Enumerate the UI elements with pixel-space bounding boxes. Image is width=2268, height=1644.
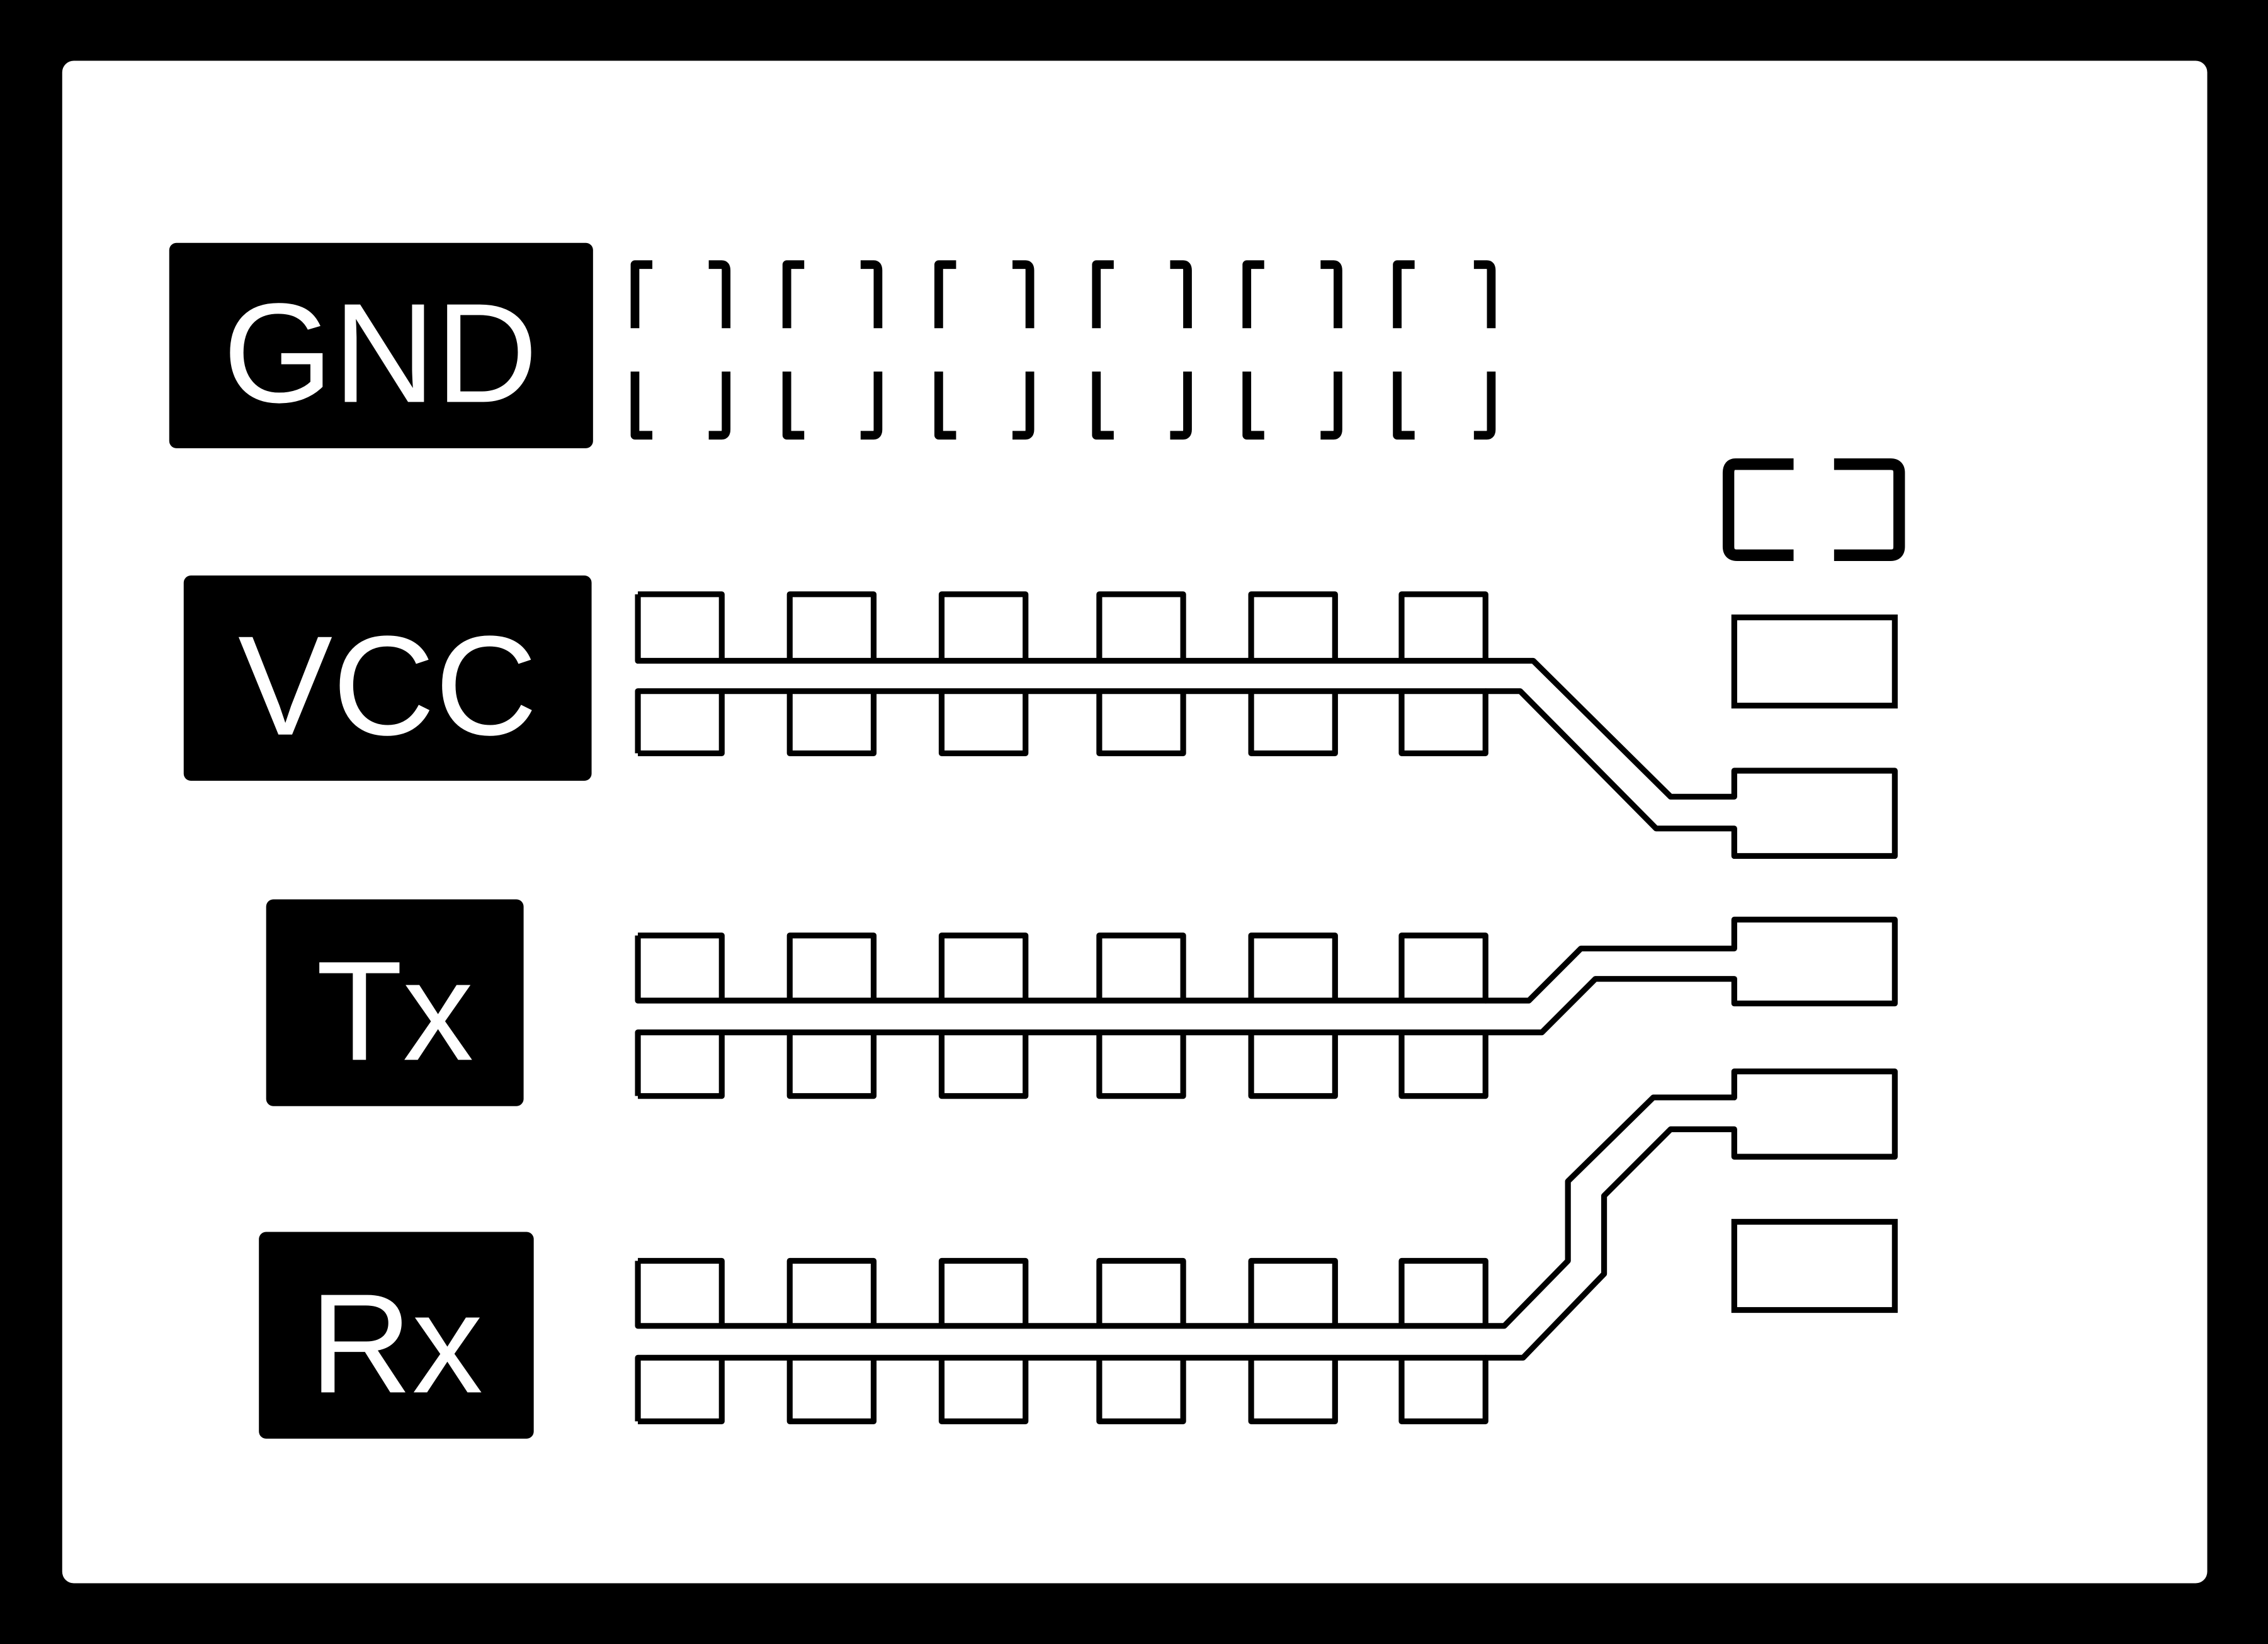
gnd-label-box xyxy=(169,242,593,448)
header-pad-6 xyxy=(1731,1218,1898,1313)
rx-trace-to-pad-4 xyxy=(1485,1069,1898,1361)
vcc-label: VCC xyxy=(183,575,592,781)
gnd-pad-bracket-3 xyxy=(934,260,1035,440)
gnd-pad-bracket-2 xyxy=(782,260,883,440)
vcc-label-box xyxy=(183,575,592,781)
rx-label: Rx xyxy=(259,1232,534,1439)
header-bracket-left xyxy=(1722,458,1794,562)
gnd-pad-bracket-5 xyxy=(1242,260,1342,440)
comb-traces xyxy=(635,591,1898,1424)
rx-comb-lower xyxy=(635,1354,1488,1424)
tx-label-box xyxy=(266,899,524,1106)
gnd-pad-bracket-4 xyxy=(1092,260,1192,440)
gnd-pad-bracket-6 xyxy=(1393,260,1496,440)
board-surface xyxy=(62,60,2208,1584)
gnd-label-text: GND xyxy=(223,273,538,432)
rx-label-text: Rx xyxy=(310,1264,483,1422)
tx-trace-to-pad-3 xyxy=(1485,916,1898,1036)
vcc-label-text: VCC xyxy=(238,606,537,765)
vcc-trace-to-pad-2 xyxy=(1485,657,1898,859)
gnd-pad-bracket-1 xyxy=(630,260,731,440)
gnd-label: GND xyxy=(169,242,593,448)
header-pads xyxy=(1731,614,1898,1313)
rx-comb-upper xyxy=(635,1257,1488,1329)
vcc-comb-lower xyxy=(635,688,1488,757)
gnd-pad-brackets xyxy=(630,260,1496,440)
tx-label: Tx xyxy=(266,899,524,1106)
header-pad-1 xyxy=(1731,614,1898,709)
tx-comb-lower xyxy=(635,1029,1488,1099)
header-bracket xyxy=(1722,458,1905,562)
tx-comb-upper xyxy=(635,933,1488,1004)
vcc-comb-upper xyxy=(635,591,1488,664)
header-bracket-right xyxy=(1834,458,1905,562)
rx-label-box xyxy=(259,1232,534,1439)
tx-label-text: Tx xyxy=(316,931,473,1090)
